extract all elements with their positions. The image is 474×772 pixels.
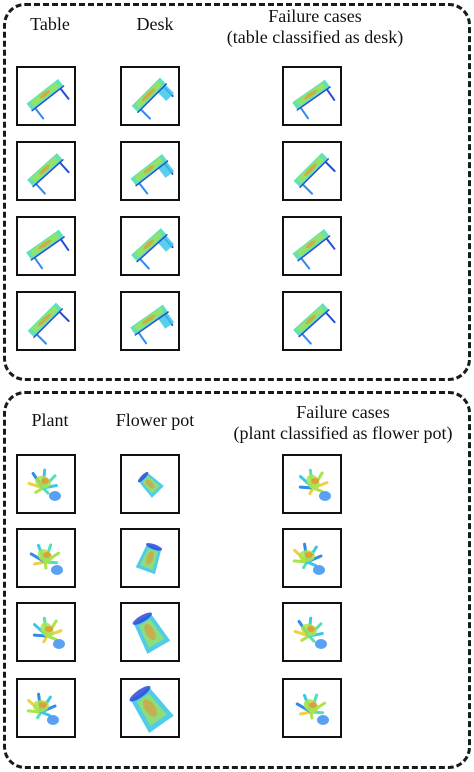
- table-point-cloud-thumbnail: [16, 216, 76, 276]
- plant-point-cloud-thumbnail: [16, 602, 76, 662]
- table-point-cloud-image: [293, 152, 336, 195]
- plant-point-cloud-image: [29, 543, 63, 575]
- flower-pot-point-cloud-image: [135, 543, 163, 575]
- desk-point-cloud-image: [131, 77, 175, 120]
- table-point-cloud-thumbnail: [282, 216, 342, 276]
- flower-pot-point-cloud-thumbnail: [120, 528, 180, 588]
- table-point-cloud-thumbnail: [16, 291, 76, 351]
- flower-pot-point-cloud-thumbnail: [120, 678, 180, 738]
- header-table: Table: [30, 14, 70, 34]
- table-point-cloud-image: [292, 79, 336, 120]
- desk-point-cloud-image: [131, 228, 175, 270]
- desk-point-cloud-thumbnail: [120, 216, 180, 276]
- desk-point-cloud-image: [130, 304, 175, 345]
- table-desk-panel: [3, 3, 471, 381]
- table-point-cloud-thumbnail: [16, 66, 76, 126]
- table-point-cloud-thumbnail: [282, 66, 342, 126]
- table-point-cloud-thumbnail: [16, 141, 76, 201]
- plant-point-cloud-thumbnail: [16, 678, 76, 738]
- table-point-cloud-image: [27, 302, 70, 345]
- desk-point-cloud-image: [130, 153, 175, 195]
- desk-point-cloud-thumbnail: [120, 141, 180, 201]
- plant-point-cloud-thumbnail: [282, 528, 342, 588]
- plant-point-cloud-thumbnail: [282, 454, 342, 514]
- plant-point-cloud-image: [298, 468, 331, 501]
- plant-point-cloud-image: [293, 616, 327, 649]
- plant-flowerpot-panel: [3, 391, 471, 769]
- desk-point-cloud-thumbnail: [120, 291, 180, 351]
- plant-point-cloud-image: [27, 468, 61, 501]
- header-failure-cases-top: Failure cases (table classified as desk): [226, 6, 404, 47]
- flower-pot-point-cloud-thumbnail: [120, 602, 180, 662]
- header-flower-pot: Flower pot: [115, 410, 195, 430]
- plant-point-cloud-thumbnail: [16, 454, 76, 514]
- plant-point-cloud-image: [295, 693, 329, 725]
- header-failure-cases-bottom: Failure cases (plant classified as flowe…: [233, 402, 453, 443]
- flower-pot-point-cloud-image: [132, 612, 171, 654]
- table-point-cloud-image: [293, 303, 336, 345]
- header-plant: Plant: [31, 410, 69, 430]
- table-point-cloud-image: [26, 78, 70, 120]
- flower-pot-point-cloud-thumbnail: [120, 454, 180, 514]
- plant-point-cloud-thumbnail: [16, 528, 76, 588]
- table-point-cloud-image: [292, 228, 336, 270]
- flower-pot-point-cloud-image: [129, 685, 174, 733]
- plant-point-cloud-image: [26, 692, 59, 725]
- plant-point-cloud-image: [292, 542, 325, 575]
- plant-point-cloud-thumbnail: [282, 678, 342, 738]
- flower-pot-point-cloud-image: [137, 471, 164, 498]
- table-point-cloud-thumbnail: [282, 141, 342, 201]
- header-desk: Desk: [136, 14, 174, 34]
- plant-point-cloud-image: [32, 616, 65, 649]
- table-point-cloud-image: [26, 229, 70, 270]
- plant-point-cloud-thumbnail: [282, 602, 342, 662]
- table-point-cloud-thumbnail: [282, 291, 342, 351]
- table-point-cloud-image: [27, 153, 70, 195]
- desk-point-cloud-thumbnail: [120, 66, 180, 126]
